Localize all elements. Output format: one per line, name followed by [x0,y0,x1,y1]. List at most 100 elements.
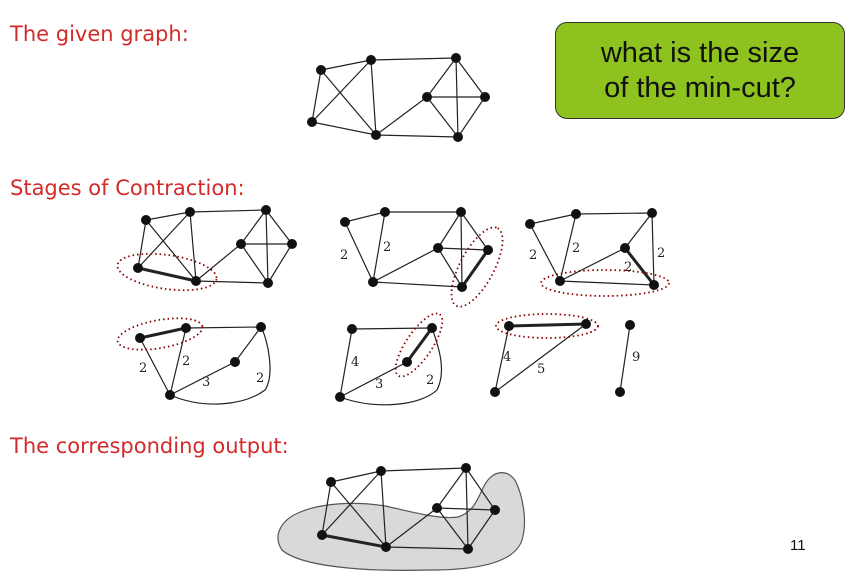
edge-weight-label: 2 [529,248,537,263]
graph-node [340,217,350,227]
stage-1-nodes [133,205,297,288]
stage-4-graph [139,326,271,405]
graph-node [230,357,240,367]
stage-5-nodes [335,323,437,402]
graph-node [615,387,625,397]
graph-node [490,505,500,515]
graph-node [451,53,461,63]
callout-line-2: of the min-cut? [604,71,796,104]
graph-node [368,277,378,287]
edge-weight-label: 2 [182,354,190,369]
callout-line-1: what is the size [600,36,800,69]
edge-weight-label: 4 [503,350,511,365]
contraction-highlight [116,252,218,292]
graph-node [461,463,471,473]
edge-weight-label: 2 [426,373,434,388]
edge-weight-label: 2 [139,361,147,376]
contraction-highlight [116,317,204,351]
graph-node [432,503,442,513]
edge-weight-label: 2 [572,241,580,256]
contraction-highlight [450,226,504,308]
graph-node [376,466,386,476]
edge-weight-label: 3 [202,375,210,390]
graph-node [133,263,143,273]
graph-node [287,239,297,249]
edge-weight-label: 2 [340,248,348,263]
graph-node [347,324,357,334]
graph-node [261,205,271,215]
stages-heading: Stages of Contraction: [10,176,245,200]
graph-node [483,245,493,255]
contraction-highlight [540,269,670,297]
graph-node [427,323,437,333]
given-graph [311,57,486,138]
stage-2-graph [344,211,490,288]
graph-node [456,207,466,217]
graph-node [463,544,473,554]
graph-node [191,276,201,286]
output-graph [321,467,496,550]
graph-node [422,92,432,102]
graph-node [433,243,443,253]
edge-weight-label: 2 [624,260,632,275]
stage-5-graph [339,327,443,406]
output-cut-region [277,472,526,571]
graph-node [256,322,266,332]
graph-node [649,280,659,290]
graph-node [381,542,391,552]
graph-node [307,117,317,127]
output-heading: The corresponding output: [10,434,289,458]
edge-weight-label: 3 [375,377,383,392]
graph-node [453,132,463,142]
edge-weight-label: 5 [537,362,545,377]
contraction-highlight [495,313,599,339]
graph-node [571,209,581,219]
graph-node [581,319,591,329]
contraction-highlight [394,312,444,378]
stage-6-graph [494,322,587,393]
graph-node [490,387,500,397]
stage-7-graph [619,324,631,393]
min-cut-question-callout: what is the size of the min-cut? [555,22,845,119]
given-graph-nodes [307,53,490,142]
graph-node [647,208,657,218]
graph-node [371,130,381,140]
graph-node [141,215,151,225]
page-number: 11 [790,537,806,554]
edge-weight-label: 9 [632,350,640,365]
stage-1-graph [137,209,293,284]
graph-node [263,278,273,288]
stage-7-nodes [615,320,635,397]
graph-node [326,477,336,487]
graph-node [236,239,246,249]
edge-weight-label: 2 [256,371,264,386]
stage-2-nodes [340,207,493,292]
graph-node [402,357,412,367]
graph-node [135,333,145,343]
edge-weight-label: 4 [351,355,359,370]
graph-node [165,390,175,400]
graph-node [316,65,326,75]
stage-3-nodes [525,208,659,290]
graph-node [366,55,376,65]
graph-node [480,92,490,102]
graph-node [335,392,345,402]
graph-node [185,207,195,217]
graph-node [457,282,467,292]
graph-node [620,243,630,253]
edge-weight-label: 2 [383,240,391,255]
stage-3-graph [529,212,656,286]
graph-node [555,276,565,286]
graph-node [625,320,635,330]
stage-4-nodes [135,322,266,400]
output-nodes [317,463,500,554]
graph-node [504,321,514,331]
edge-weight-label: 2 [657,246,665,261]
graph-node [525,219,535,229]
given-graph-heading: The given graph: [10,22,189,46]
graph-node [181,323,191,333]
graph-node [317,530,327,540]
stage-6-nodes [490,319,591,397]
graph-node [380,207,390,217]
